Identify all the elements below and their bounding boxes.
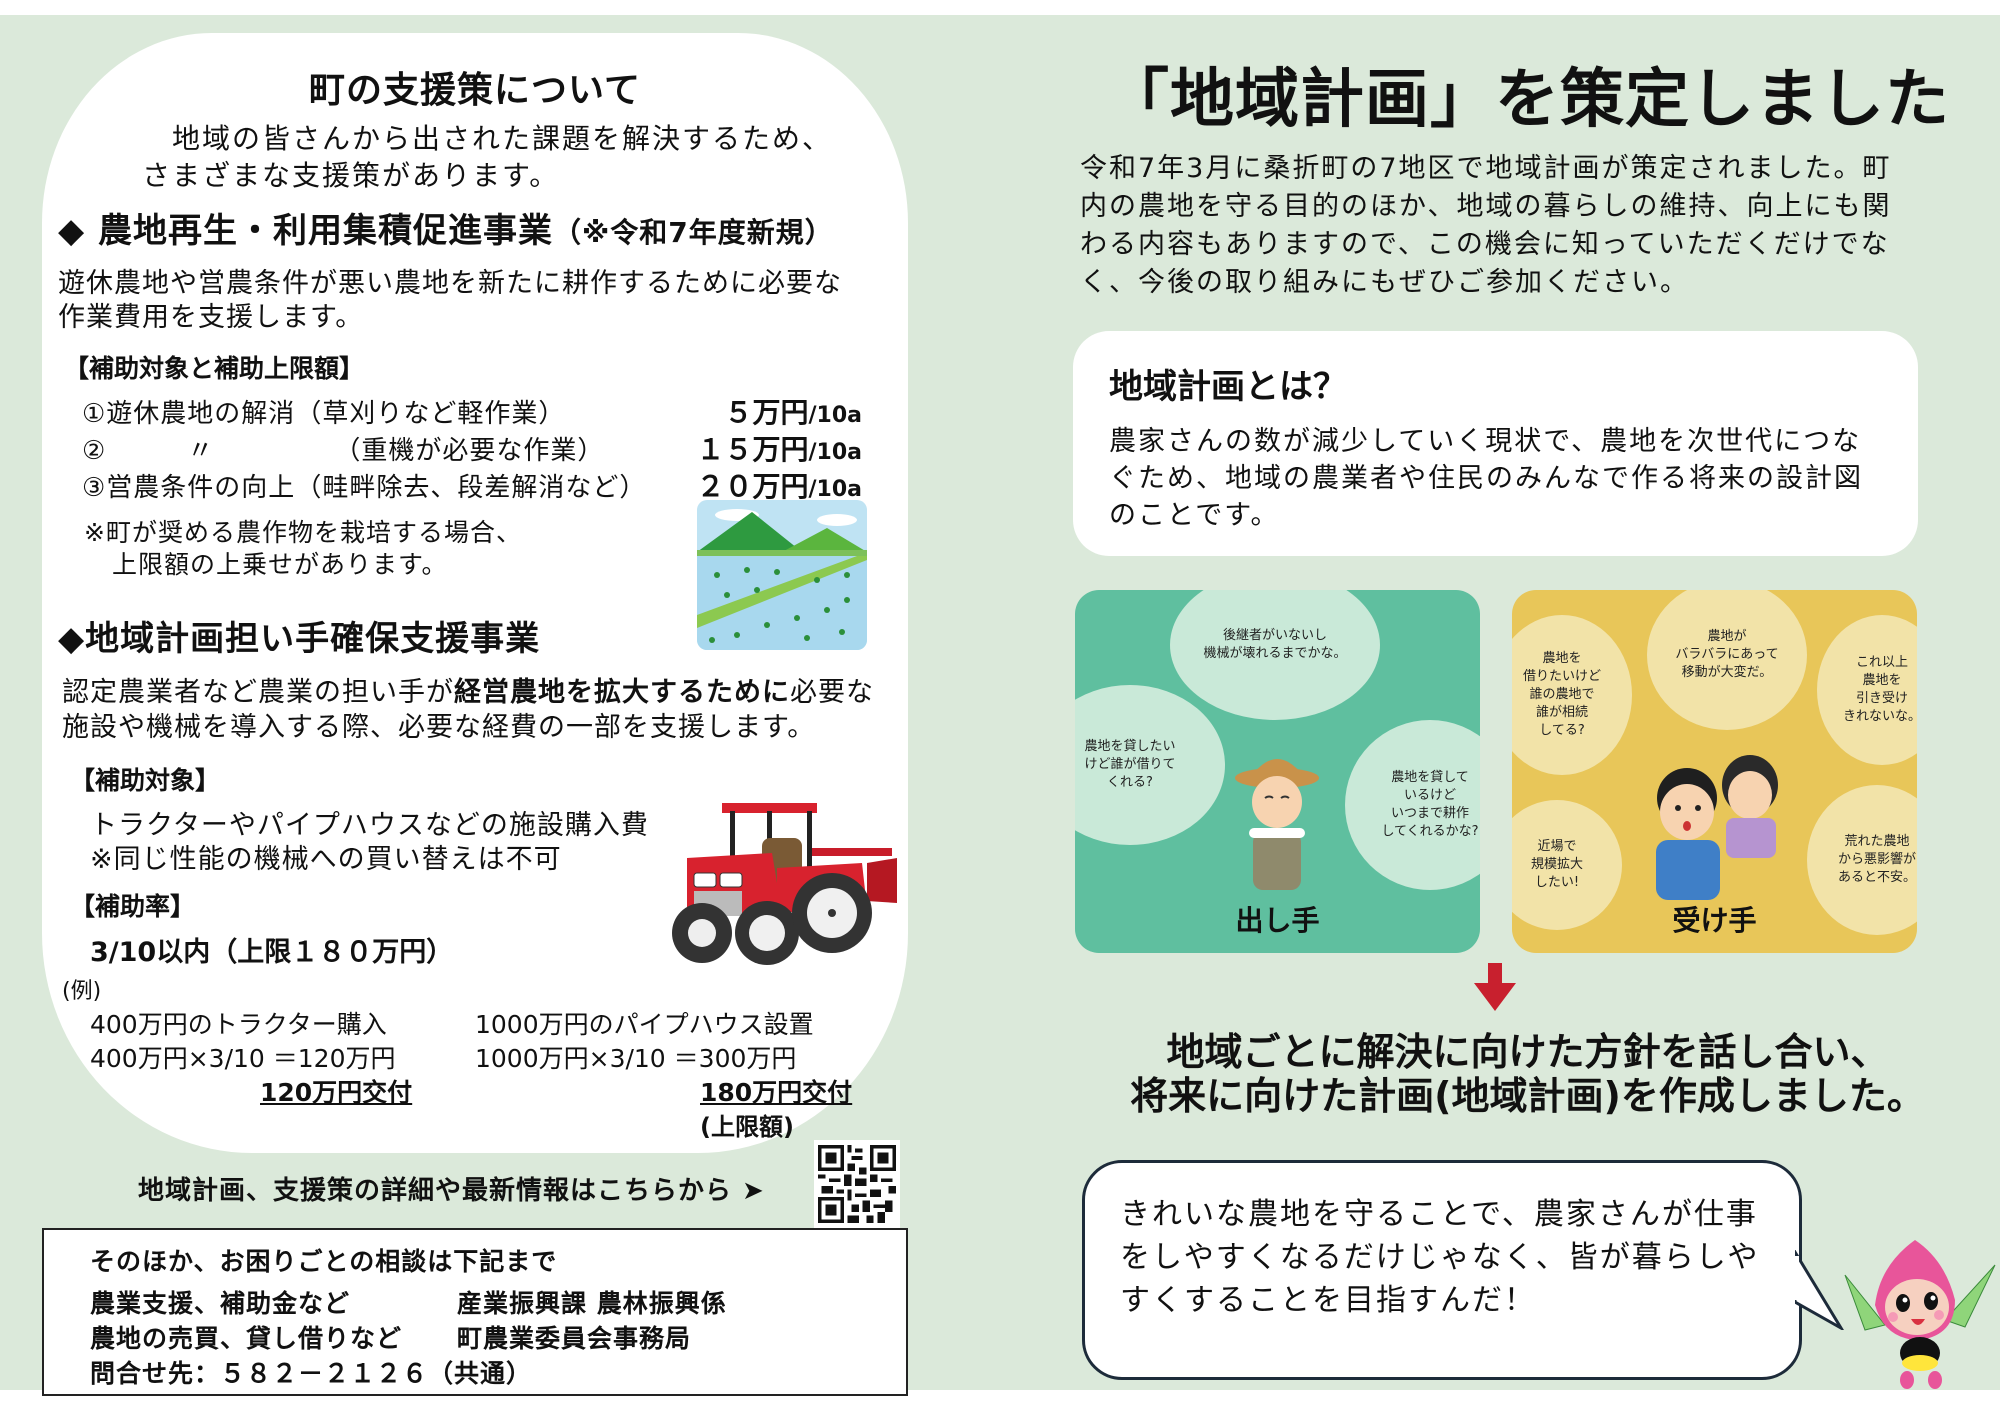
rate-heading: 【補助率】 <box>70 892 196 921</box>
giver-card: 後継者がいないし 機械が壊れるまでかな。 農地を貸したい けど誰が借りて くれる… <box>1075 590 1480 953</box>
contact-heading: そのほか、お困りごとの相談は下記まで <box>90 1247 558 1276</box>
section2-desc-1: 認定農業者など農業の担い手が経営農地を拡大するために必要な <box>62 670 874 709</box>
contact-topic-1: 農業支援、補助金など <box>90 1289 351 1318</box>
definition-body: 農家さんの数が減少していく現状で、農地を次世代につなぐため、地域の農業者や住民の… <box>1109 426 1863 531</box>
mascot-speech-bubble: きれいな農地を守ることで、農家さんが仕事をしやすくなるだけじゃなく、皆が暮らしや… <box>1082 1160 1802 1380</box>
example-left-1: 400万円のトラクター購入 <box>90 1010 387 1039</box>
item-label: ② 〃 <box>82 436 215 466</box>
example-left-2: 400万円×3/10 ＝120万円 <box>90 1044 396 1073</box>
support-measures-panel: 町の支援策について 地域の皆さんから出された課題を解決するため、 さまざまな支援… <box>42 33 908 1153</box>
conclusion: 地域ごとに解決に向けた方針を話し合い、 将来に向けた計画(地域計画)を作成しまし… <box>1065 1030 1990 1118</box>
tractor-illustration <box>662 783 902 973</box>
target-heading: 【補助対象】 <box>70 766 221 795</box>
section1-desc-1: 遊休農地や営農条件が悪い農地を新たに耕作するために必要な <box>58 268 842 299</box>
receiver-card: 農地が バラバラにあって 移動が大変だ。 農地を 借りたいけど 誰の農地で 誰が… <box>1512 590 1917 953</box>
section1-heading: ◆ 農地再生・利用集積促進事業（※令和7年度新規） <box>58 203 834 252</box>
receiver-bubble-3: これ以上 農地を 引き受け きれないな。 <box>1817 615 1917 765</box>
subsidy-item-2: ② 〃 （重機が必要な作業） <box>82 430 604 467</box>
contact-box: そのほか、お困りごとの相談は下記まで 農業支援、補助金など 産業振興課 農林振興… <box>42 1228 908 1396</box>
farmers-couple-illustration <box>1642 740 1792 900</box>
item-label: ①遊休農地の解消 <box>82 399 296 429</box>
speech-tail <box>1791 1246 1846 1333</box>
panel-title: 町の支援策について <box>309 70 641 111</box>
example-right-1: 1000万円のパイプハウス設置 <box>475 1010 814 1039</box>
item-detail: （草刈りなど軽作業） <box>295 399 566 429</box>
item-detail: （重機が必要な作業） <box>334 436 605 466</box>
section1-heading-text: ◆ 農地再生・利用集積促進事業 <box>58 211 553 251</box>
giver-label: 出し手 <box>1235 904 1320 937</box>
target-line-1: トラクターやパイプハウスなどの施設購入費 <box>90 810 649 841</box>
receiver-label: 受け手 <box>1672 904 1757 937</box>
item-detail: （畦畔除去、段差解消など） <box>295 473 647 503</box>
desc-emphasis: 経営農地を拡大するために <box>454 677 790 708</box>
subsidy-amount-1: ５万円/10a <box>662 391 862 431</box>
amount-value: １５万円 <box>696 433 809 466</box>
giver-bubble-3: 農地を貸して いるけど いつまで耕作 してくれるかな? <box>1345 720 1480 890</box>
receiver-bubble-1: 農地が バラバラにあって 移動が大変だ。 <box>1647 590 1807 730</box>
desc-text: 必要な <box>790 677 874 708</box>
subsidy-item-3: ③営農条件の向上（畦畔除去、段差解消など） <box>82 467 646 504</box>
section1-note-2: 上限額の上乗せがあります。 <box>112 550 448 579</box>
item-label: ③営農条件の向上 <box>82 473 296 503</box>
down-arrow-icon <box>1470 963 1520 1013</box>
giver-bubble-2: 農地を貸したい けど誰が借りて くれる? <box>1075 685 1225 845</box>
subsidy-item-1: ①遊休農地の解消（草刈りなど軽作業） <box>82 393 565 430</box>
subsidy-amount-2: １５万円/10a <box>662 428 862 468</box>
target-line-2: ※同じ性能の機械への買い替えは不可 <box>90 844 562 875</box>
contact-office-1: 産業振興課 農林振興係 <box>457 1289 727 1318</box>
rate-value: 3/10以内（上限１８０万円） <box>90 937 454 968</box>
conclusion-line-2: 将来に向けた計画(地域計画)を作成しました。 <box>1130 1074 1925 1118</box>
section2-heading: ◆地域計画担い手確保支援事業 <box>58 619 541 659</box>
qr-link-text[interactable]: 地域計画、支援策の詳細や最新情報はこちらから ➤ <box>138 1176 765 1206</box>
contact-topic-2: 農地の売買、貸し借りなど <box>90 1324 403 1353</box>
section1-note-1: ※町が奨める農作物を栽培する場合、 <box>84 518 522 547</box>
rice-paddy-illustration <box>697 500 867 650</box>
definition-title: 地域計画とは？ <box>1109 367 1347 407</box>
example-left-result: 120万円交付 <box>260 1078 413 1107</box>
amount-unit: /10a <box>808 403 863 428</box>
mascot-character-icon <box>1825 1235 2000 1390</box>
receiver-bubble-5: 荒れた農地 から悪影響が あると不安。 <box>1807 785 1917 935</box>
farmer-illustration <box>1235 740 1320 890</box>
example-right-result: 180万円交付 <box>700 1078 853 1107</box>
main-intro: 令和7年3月に桑折町の7地区で地域計画が策定されました。町内の農地を守る目的のほ… <box>1080 153 1892 298</box>
example-right-note: (上限額) <box>700 1113 794 1141</box>
amount-unit: /10a <box>808 440 863 465</box>
contact-phone[interactable]: 問合せ先：５８２－２１２６（共通） <box>90 1359 533 1388</box>
intro-line-2: さまざまな支援策があります。 <box>142 159 560 192</box>
amount-value: ５万円 <box>724 396 809 429</box>
contact-office-2: 町農業委員会事務局 <box>457 1324 692 1353</box>
receiver-bubble-4: 近場で 規模拡大 したい! <box>1512 800 1622 930</box>
section1-desc-2: 作業費用を支援します。 <box>58 302 364 333</box>
section1-subheading: 【補助対象と補助上限額】 <box>64 354 365 383</box>
conclusion-line-1: 地域ごとに解決に向けた方針を話し合い、 <box>1166 1030 1889 1074</box>
intro-line-1: 地域の皆さんから出された課題を解決するため、 <box>172 122 833 155</box>
speech-text: きれいな農地を守ることで、農家さんが仕事をしやすくなるだけじゃなく、皆が暮らしや… <box>1120 1197 1760 1318</box>
subsidy-amount-3: ２０万円/10a <box>662 465 862 505</box>
section1-heading-note: （※令和7年度新規） <box>552 216 834 249</box>
receiver-bubble-2: 農地を 借りたいけど 誰の農地で 誰が相続 してる? <box>1512 615 1632 775</box>
example-right-2: 1000万円×3/10 ＝300万円 <box>475 1044 797 1073</box>
main-title: 「地域計画」を策定しました <box>1105 63 1950 137</box>
section2-desc-2: 施設や機械を導入する際、必要な経費の一部を支援します。 <box>62 712 816 743</box>
amount-value: ２０万円 <box>696 470 809 503</box>
desc-text: 認定農業者など農業の担い手が <box>62 677 454 708</box>
example-label: (例) <box>62 979 102 1004</box>
definition-box: 地域計画とは？ 農家さんの数が減少していく現状で、農地を次世代につなぐため、地域… <box>1073 331 1918 556</box>
qr-code[interactable] <box>814 1140 900 1228</box>
giver-bubble-1: 後継者がいないし 機械が壊れるまでかな。 <box>1170 590 1380 720</box>
amount-unit: /10a <box>808 477 863 502</box>
